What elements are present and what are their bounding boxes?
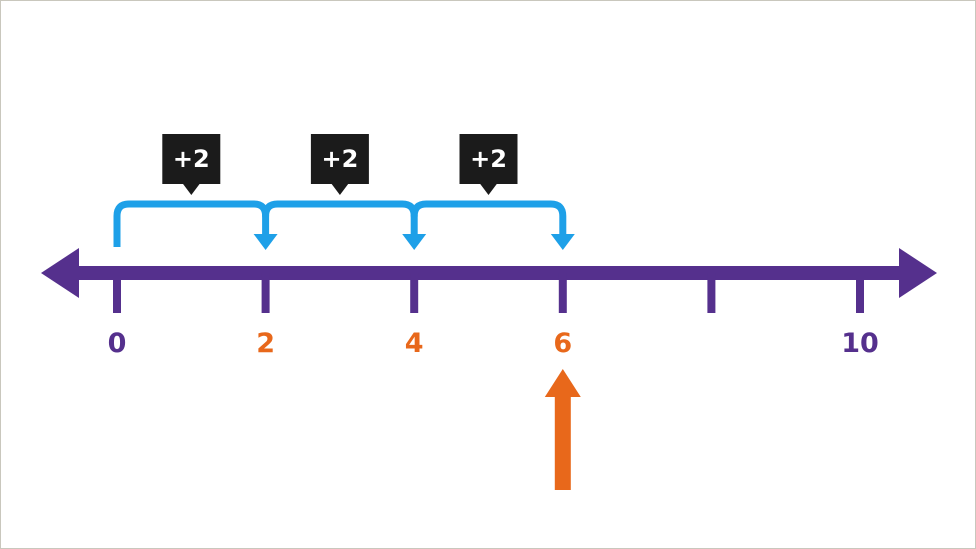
jump-2: +2	[262, 134, 427, 250]
jump-callout-pointer	[182, 183, 201, 195]
jump-callout-pointer	[479, 183, 498, 195]
jump-label: +2	[470, 145, 507, 173]
jump-arrowhead	[253, 234, 278, 250]
jump-bracket	[410, 200, 567, 236]
tick-label-10: 10	[841, 328, 879, 359]
jump-callout-box	[459, 134, 518, 184]
jump-bracket	[262, 200, 418, 236]
jump-callout-box	[162, 134, 221, 184]
tick-label-4: 4	[405, 328, 424, 359]
right-arrowhead	[899, 248, 937, 298]
ticks-group	[113, 273, 864, 313]
tick-label-2: 2	[256, 328, 275, 359]
jump-callout-box	[310, 134, 369, 184]
left-arrowhead	[41, 248, 79, 298]
jump-label: +2	[321, 145, 358, 173]
jump-callout-pointer	[330, 183, 349, 195]
jump-arrowhead	[550, 234, 575, 250]
tick-label-0: 0	[108, 328, 127, 359]
jump-1: +2	[113, 134, 278, 250]
jumps-group: +2 +2 +2	[113, 134, 575, 250]
jump-label: +2	[173, 145, 210, 173]
tick-label-6: 6	[553, 328, 572, 359]
jump-bracket	[113, 200, 270, 247]
tick-labels-group: 0 2 4 6 10	[108, 328, 879, 359]
answer-arrow	[544, 369, 581, 490]
jump-arrowhead	[402, 234, 427, 250]
answer-marker-group	[544, 369, 581, 490]
jump-3: +2	[410, 134, 575, 250]
